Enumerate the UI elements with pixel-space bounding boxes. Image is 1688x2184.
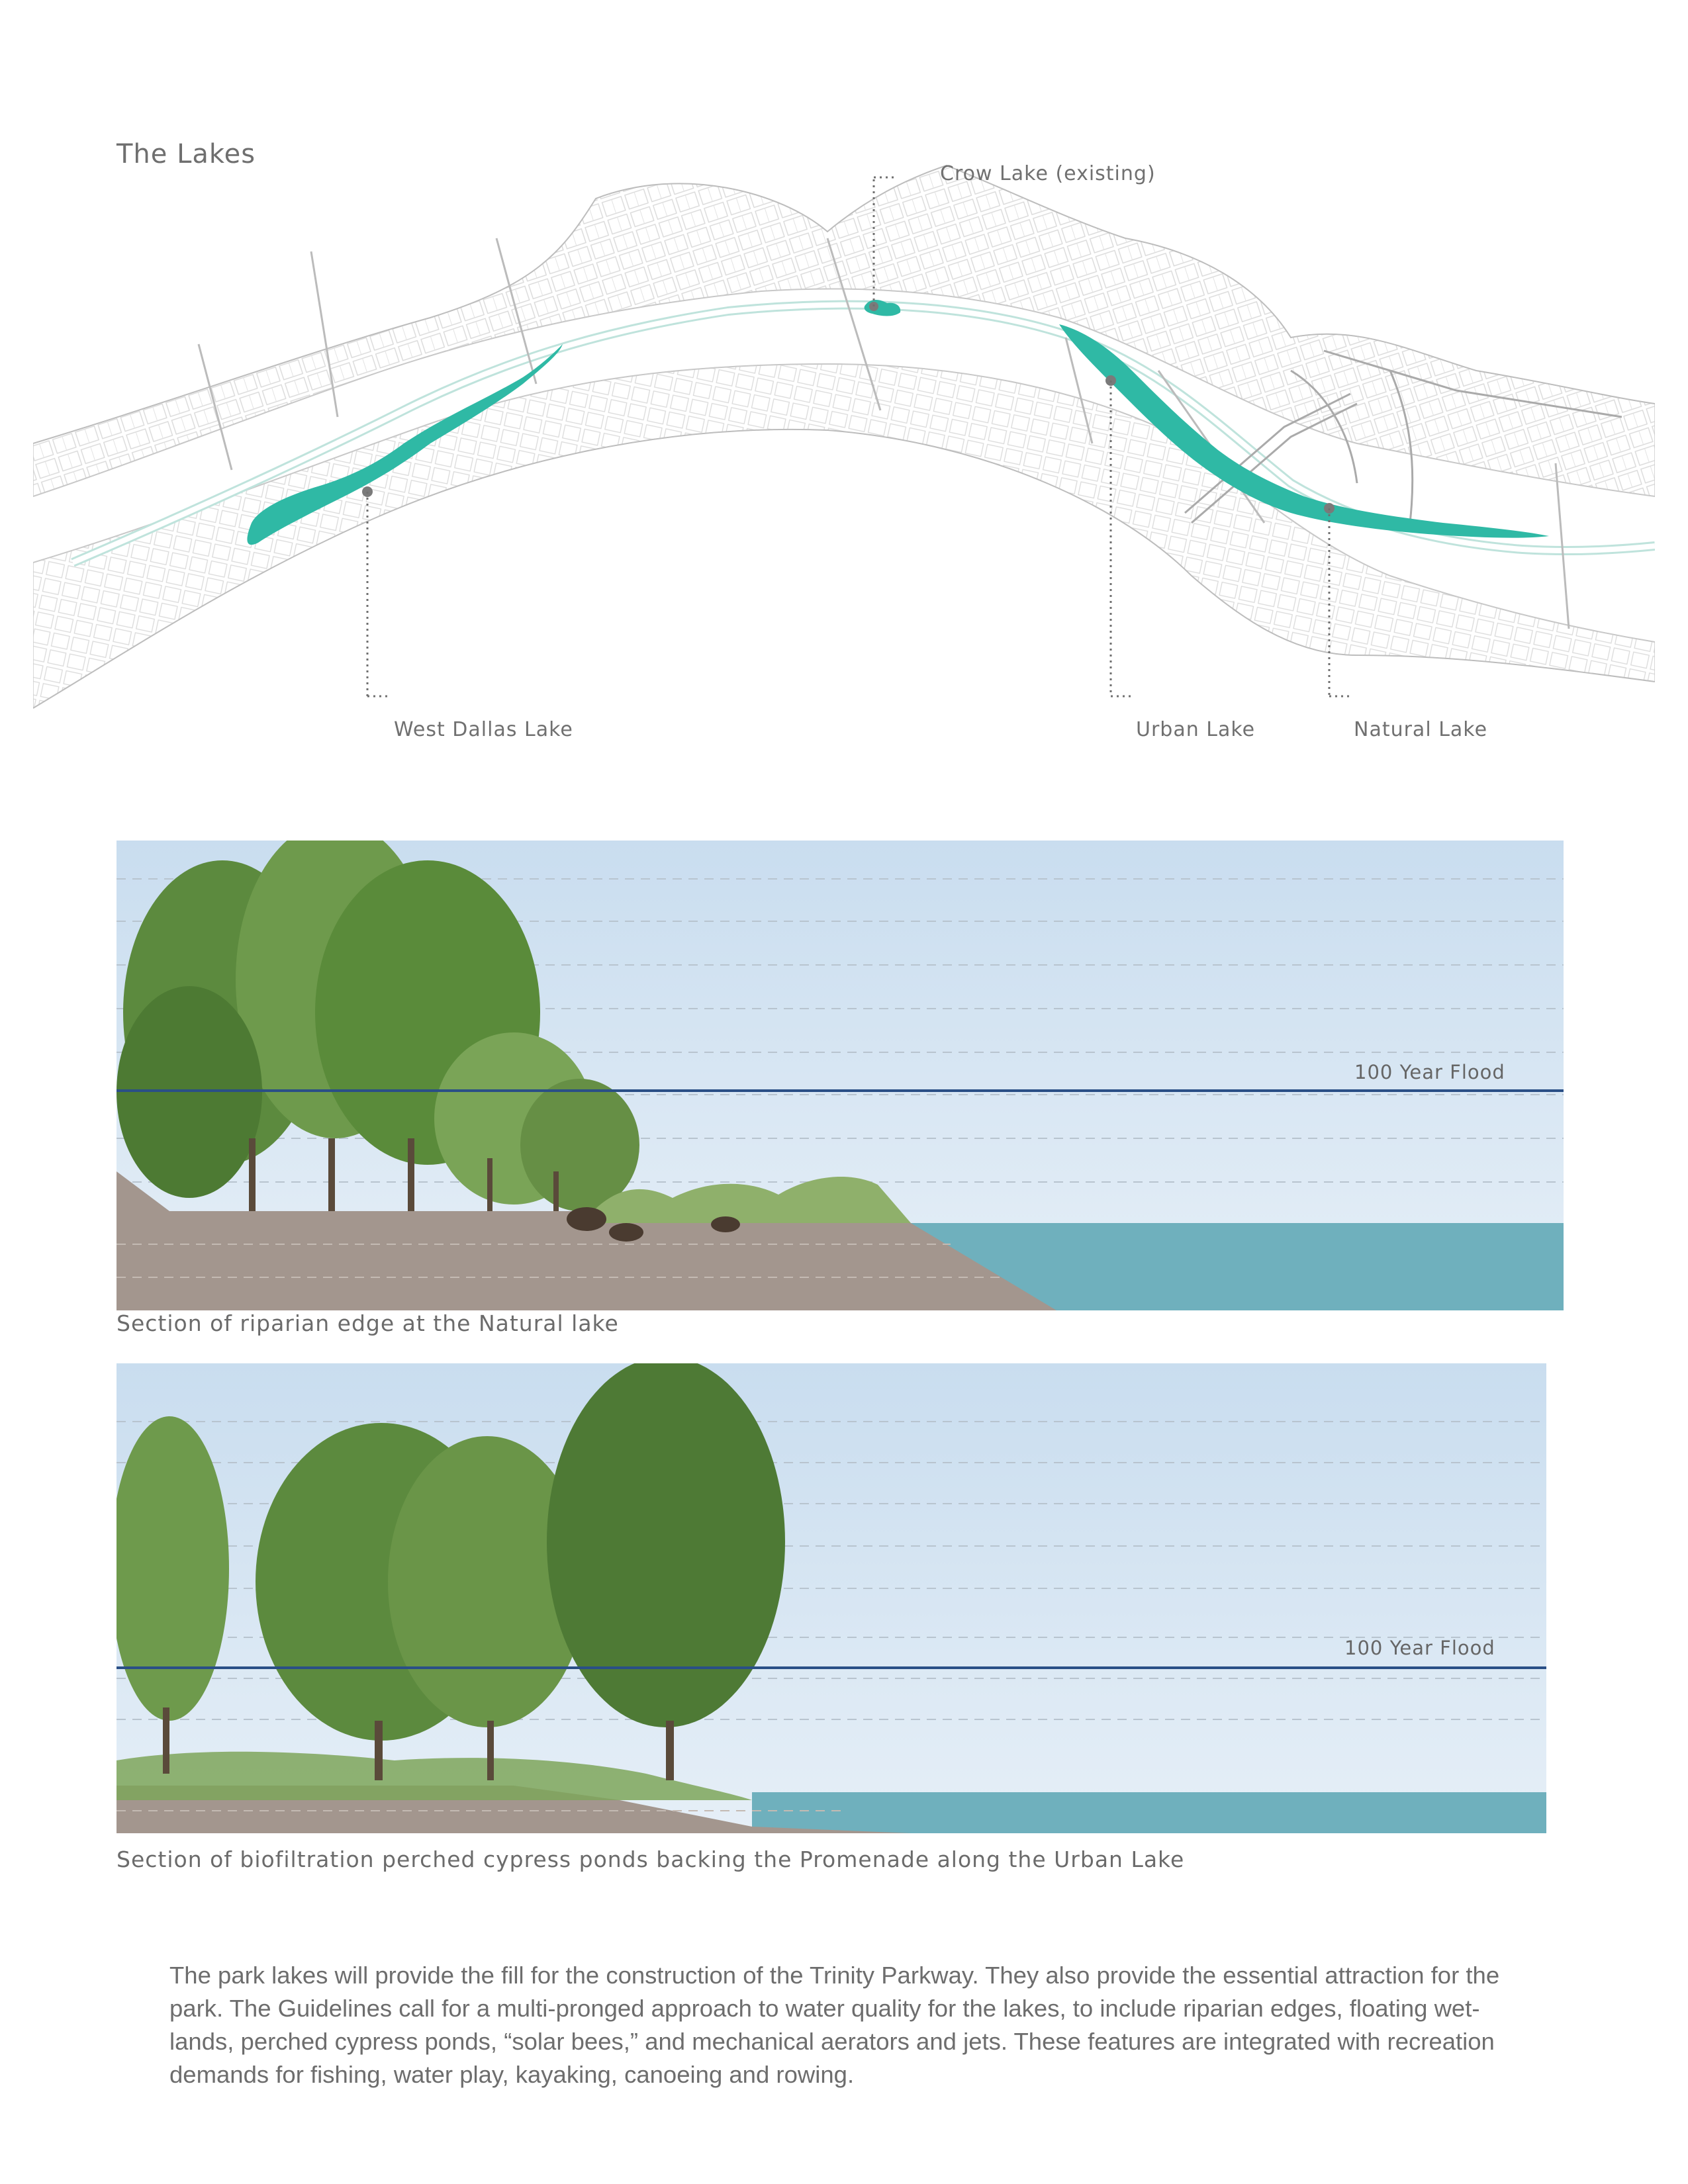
page-title: The Lakes bbox=[117, 139, 256, 169]
natural-lake-label: Natural Lake bbox=[1354, 718, 1488, 741]
site-plan-map: Crow Lake (existing) West Dallas Lake Ur… bbox=[32, 152, 1656, 788]
west-dallas-lake-label: West Dallas Lake bbox=[394, 718, 573, 741]
flood-label: 100 Year Flood bbox=[1354, 1061, 1505, 1083]
riparian-grasses bbox=[593, 1177, 911, 1223]
cypress-grasses bbox=[117, 1751, 752, 1800]
crow-lake-label: Crow Lake (existing) bbox=[940, 162, 1156, 185]
section-caption: Section of riparian edge at the Natural … bbox=[117, 1310, 619, 1336]
flood-label: 100 Year Flood bbox=[1344, 1637, 1495, 1659]
body-paragraph: The park lakes will provide the fill for… bbox=[169, 1959, 1507, 2091]
section-riparian-edge: 100 Year Flood bbox=[117, 841, 1564, 1310]
west-dallas-lake-shape bbox=[247, 344, 563, 545]
section-caption: Section of biofiltration perched cypress… bbox=[117, 1846, 1185, 1872]
section-riparian-drawing bbox=[117, 841, 1564, 1310]
cypress-trees bbox=[117, 1363, 785, 1780]
ground-profile bbox=[117, 1171, 1056, 1310]
section-cypress-drawing bbox=[117, 1363, 1546, 1833]
pond-water bbox=[752, 1792, 1546, 1833]
body-paragraph-text: The park lakes will provide the fill for… bbox=[169, 1962, 1500, 2088]
urban-lake-label: Urban Lake bbox=[1136, 718, 1256, 741]
site-plan-drawing bbox=[32, 164, 1656, 709]
north-urban-fabric bbox=[32, 165, 1656, 498]
section-cypress-ponds: 100 Year Flood bbox=[117, 1363, 1546, 1833]
